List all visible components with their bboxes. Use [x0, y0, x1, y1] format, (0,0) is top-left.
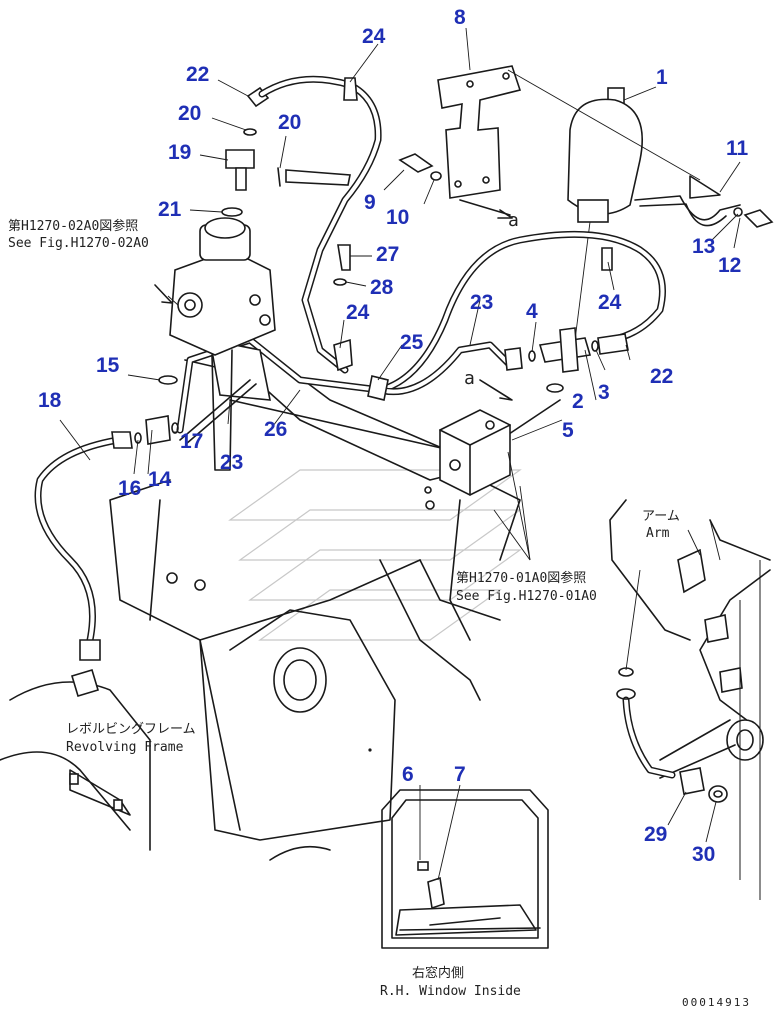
callout-6: 6 [402, 763, 414, 786]
tee-fitting-3 [479, 327, 629, 401]
callout-30: 30 [692, 843, 715, 866]
callout-10: 10 [386, 206, 409, 229]
callout-27: 27 [376, 243, 399, 266]
callout-8: 8 [454, 6, 466, 29]
arm-inset [609, 499, 771, 900]
callout-20b: 20 [278, 111, 301, 134]
callout-16: 16 [118, 477, 141, 500]
drawing-code: 00014913 [682, 996, 751, 1009]
reference-notes: 第H1270-02A0図参照 See Fig.H1270-02A0 第H1270… [8, 210, 751, 1009]
callout-13: 13 [692, 235, 715, 258]
leader-lines [59, 27, 741, 881]
callout-24b: 24 [346, 301, 370, 324]
callout-1: 1 [656, 66, 668, 89]
hose-22-upper [246, 75, 382, 374]
callout-12: 12 [718, 254, 741, 277]
bracket-8 [437, 65, 701, 219]
callout-22b: 22 [650, 365, 673, 388]
callout-23a: 23 [470, 291, 493, 314]
callout-18: 18 [38, 389, 62, 412]
note-window-en: R.H. Window Inside [380, 984, 521, 999]
callout-3: 3 [598, 381, 610, 404]
note-arm-en: Arm [646, 526, 670, 541]
callout-28: 28 [370, 276, 394, 299]
revolving-frame-outline [0, 681, 331, 861]
callout-26: 26 [264, 418, 287, 441]
callout-24c: 24 [598, 291, 622, 314]
callout-numbers: 1 2 3 4 5 6 7 8 9 10 11 12 13 14 15 16 1… [38, 6, 749, 866]
callout-5: 5 [562, 419, 574, 442]
callout-19: 19 [168, 141, 191, 164]
callout-17: 17 [180, 430, 203, 453]
accumulator-1 [567, 87, 644, 341]
note-ref-01a0-en: See Fig.H1270-01A0 [456, 589, 597, 604]
callout-20a: 20 [178, 102, 201, 125]
pipe-23-right [367, 230, 666, 401]
callout-4: 4 [526, 300, 538, 323]
window-inset [381, 789, 549, 949]
note-arm-jp: アーム [642, 509, 680, 524]
callout-24a: 24 [362, 25, 386, 48]
callout-15: 15 [96, 354, 120, 377]
mark-a-lower: a [464, 368, 475, 389]
note-ref-01a0-jp: 第H1270-01A0図参照 [456, 570, 586, 586]
callout-2: 2 [572, 390, 584, 413]
watermark-logo [228, 469, 522, 641]
hose-18 [34, 375, 179, 697]
callout-21: 21 [158, 198, 182, 221]
clamp-11 [634, 175, 741, 227]
block-5 [439, 409, 511, 496]
note-ref-02a0-en: See Fig.H1270-02A0 [8, 236, 149, 251]
callout-7: 7 [454, 763, 466, 786]
valve-block-02a0 [169, 217, 276, 471]
note-ref-02a0-jp: 第H1270-02A0図参照 [8, 218, 138, 234]
callout-14: 14 [148, 468, 172, 491]
note-revolving-jp: レボルビングフレーム [66, 722, 196, 737]
note-window-jp: 右窓内側 [412, 965, 464, 981]
mark-a-upper: a [508, 210, 519, 231]
fasteners [221, 128, 774, 286]
callout-11: 11 [726, 137, 749, 160]
callout-29: 29 [644, 823, 667, 846]
callout-22a: 22 [186, 63, 209, 86]
callout-23b: 23 [220, 451, 243, 474]
bracket-23 [179, 338, 271, 445]
callout-25: 25 [400, 331, 424, 354]
note-revolving-en: Revolving Frame [66, 740, 184, 755]
callout-9: 9 [364, 191, 376, 214]
